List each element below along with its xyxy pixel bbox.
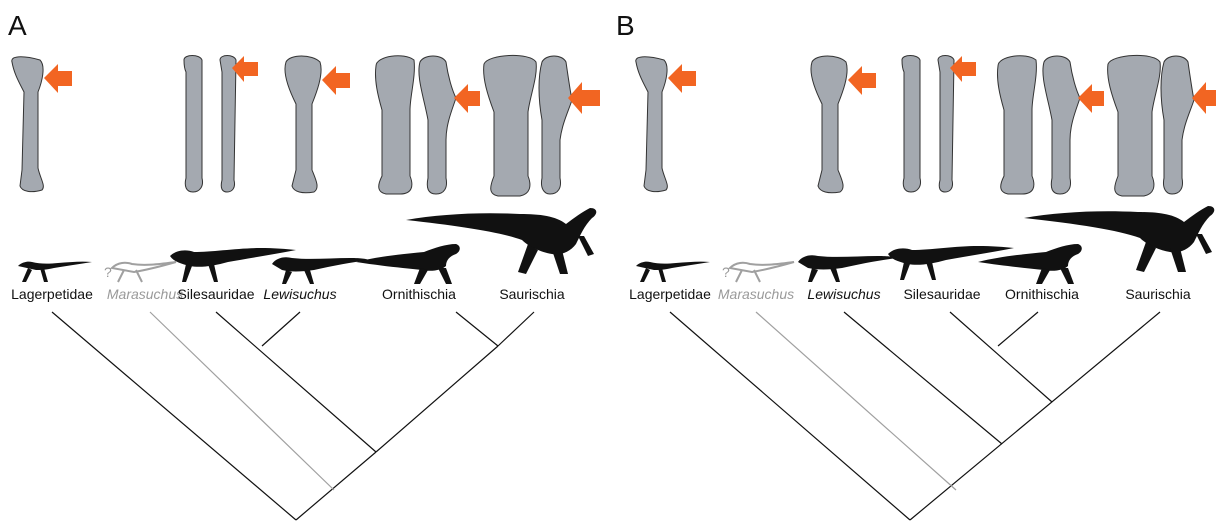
silhouette-lewisuchus xyxy=(272,257,370,284)
femur-silesauridae-2 xyxy=(938,56,954,193)
taxon-label-saurischia: Saurischia xyxy=(499,286,564,302)
femur-ornithischia-2 xyxy=(419,56,456,194)
femur-lagerpetidae xyxy=(12,57,44,192)
panel-b-figure xyxy=(608,0,1216,524)
taxon-label-lagerpetidae: Lagerpetidae xyxy=(629,286,711,302)
arrow-icon xyxy=(668,64,696,93)
taxon-label-marasuchus: Marasuchus xyxy=(718,286,794,302)
taxon-label-lagerpetidae: Lagerpetidae xyxy=(11,286,93,302)
arrow-icon xyxy=(44,64,72,93)
taxon-label-silesauridae: Silesauridae xyxy=(177,286,254,302)
taxon-label-lewisuchus: Lewisuchus xyxy=(263,286,336,302)
femur-silesauridae-2 xyxy=(220,56,236,193)
femur-saurischia-1 xyxy=(484,55,537,196)
cladogram-a xyxy=(52,312,534,520)
silhouette-ornithischia xyxy=(356,244,460,284)
femur-ornithischia-1 xyxy=(375,56,414,194)
femur-ornithischia-2 xyxy=(1043,56,1080,194)
silhouette-lewisuchus xyxy=(798,255,898,282)
femur-lewisuchus xyxy=(811,56,847,193)
silhouette-lagerpetidae xyxy=(636,262,710,282)
panel-b: B xyxy=(608,0,1216,524)
femora-a xyxy=(12,55,572,196)
taxon-label-marasuchus: Marasuchus xyxy=(107,286,183,302)
femora-b xyxy=(636,55,1194,196)
taxon-label-ornithischia: Ornithischia xyxy=(382,286,456,302)
silhouette-marasuchus xyxy=(112,262,176,282)
uncertain-mark-a: ? xyxy=(104,264,112,280)
uncertain-mark-b: ? xyxy=(722,264,730,280)
arrow-icon xyxy=(568,82,600,114)
femur-saurischia-2 xyxy=(1161,56,1194,194)
femur-ornithischia-1 xyxy=(997,56,1036,194)
silhouette-marasuchus xyxy=(730,262,794,282)
taxon-label-saurischia: Saurischia xyxy=(1125,286,1190,302)
femur-saurischia-1 xyxy=(1108,55,1161,196)
taxon-label-ornithischia: Ornithischia xyxy=(1005,286,1079,302)
taxon-label-lewisuchus: Lewisuchus xyxy=(807,286,880,302)
femur-lagerpetidae xyxy=(636,57,668,192)
femur-saurischia-2 xyxy=(539,56,572,194)
arrow-icon xyxy=(454,84,480,113)
silhouette-lagerpetidae xyxy=(18,262,92,282)
panel-a-figure xyxy=(0,0,608,524)
arrow-icon xyxy=(848,66,876,95)
taxon-label-silesauridae: Silesauridae xyxy=(903,286,980,302)
arrow-icon xyxy=(1078,84,1104,113)
femur-silesauridae-1 xyxy=(902,56,921,193)
femur-lewisuchus xyxy=(285,56,321,193)
panel-a: A xyxy=(0,0,608,524)
femur-silesauridae-1 xyxy=(184,56,203,193)
arrow-icon xyxy=(1192,82,1216,114)
cladogram-b xyxy=(670,312,1160,520)
arrow-icon xyxy=(322,66,350,95)
